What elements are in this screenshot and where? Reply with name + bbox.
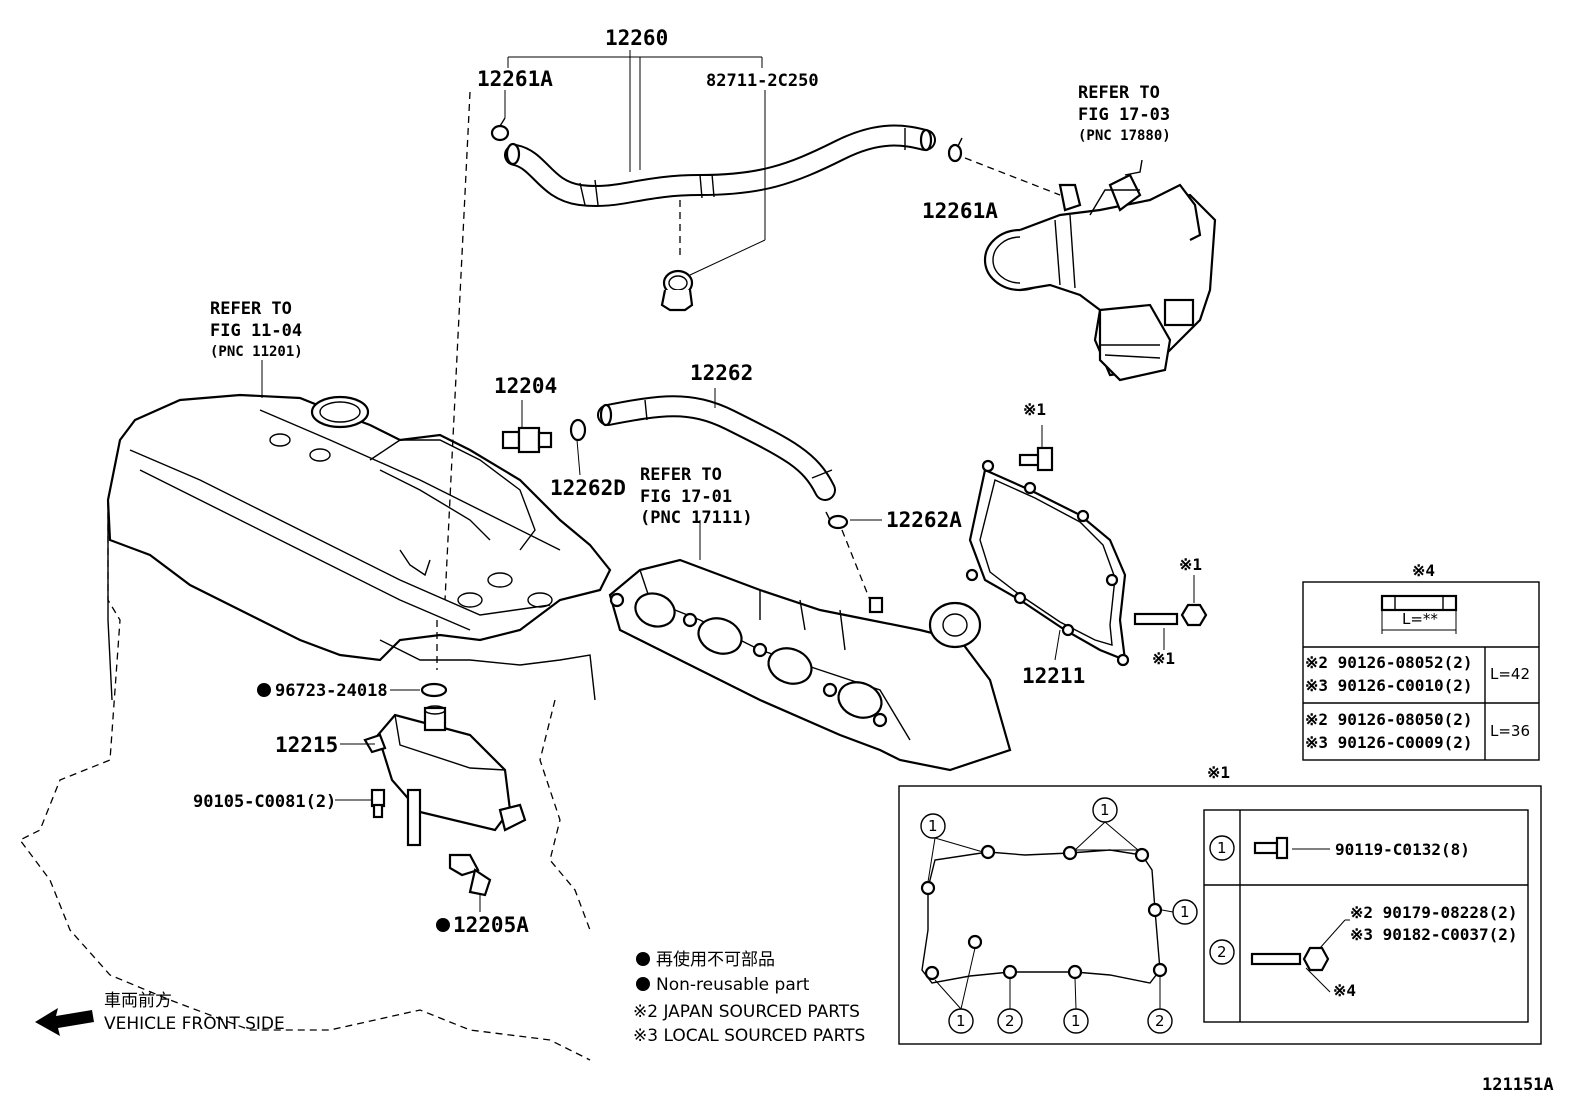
- length-row2-line1: ※2 90126-08050(2): [1305, 710, 1473, 729]
- part-96723-label: 96723-24018: [275, 681, 388, 701]
- length-row1-line2: ※3 90126-C0010(2): [1305, 676, 1473, 695]
- detail-callout-1d: 1: [956, 1012, 966, 1030]
- guide-line-1: [444, 91, 471, 601]
- length-row2-line2: ※3 90126-C0009(2): [1305, 733, 1473, 752]
- detail-box: ※1 1 1 1 1 2 1 2: [898, 763, 1542, 1045]
- legend-non-reusable-en: Non-reusable part: [656, 975, 810, 995]
- part-12205A-label: 12205A: [453, 913, 529, 937]
- gasket-12211: [965, 459, 1130, 667]
- detail-key-2: 2: [1217, 943, 1227, 961]
- clip-12261A-top: [490, 117, 510, 142]
- length-row1-value: L=42: [1490, 665, 1530, 683]
- detail-part-2-line2: ※3 90182-C0037(2): [1350, 925, 1518, 944]
- detail-callout-1e: 1: [1071, 1012, 1081, 1030]
- front-label-jp: 車両前方: [104, 991, 172, 1011]
- ref-fig1703-line3: (PNC 17880): [1078, 128, 1171, 144]
- air-intake-duct-illustration: [983, 159, 1217, 382]
- non-reusable-dot-12205A: [436, 918, 450, 932]
- clip-12261A-right: [947, 137, 1061, 196]
- ref-fig1701-line1: REFER TO: [640, 465, 722, 485]
- ref-fig1703-line1: REFER TO: [1078, 83, 1160, 103]
- detail-part-1: 90119-C0132(8): [1335, 840, 1470, 859]
- non-reusable-dot-96723: [257, 683, 271, 697]
- length-row2-value: L=36: [1490, 722, 1530, 740]
- legend: 再使用不可部品 Non-reusable part ※2 JAPAN SOURC…: [633, 949, 865, 1046]
- detail-callout-1a: 1: [928, 817, 938, 835]
- dimension-label: L=**: [1402, 610, 1438, 628]
- length-table: ※4 L=** ※2 90126-08052(2) ※3 90126-C0010…: [1302, 561, 1540, 761]
- legend-non-reusable-jp: 再使用不可部品: [656, 949, 775, 970]
- part-12261A-right-label: 12261A: [922, 199, 998, 223]
- part-12261A-top-label: 12261A: [477, 67, 553, 91]
- mark-1-right: ※1: [1179, 555, 1202, 574]
- mark-1-lower: ※1: [1152, 649, 1175, 668]
- legend-japan-parts: ※2 JAPAN SOURCED PARTS: [633, 1002, 860, 1022]
- engine-head-cover-illustration: [19, 393, 612, 1061]
- stud-and-nut-m1: [1133, 575, 1208, 650]
- hose-12262: [597, 388, 836, 501]
- diagram-id: 121151A: [1482, 1075, 1554, 1095]
- detail-callout-2a: 2: [1005, 1012, 1015, 1030]
- intake-manifold-illustration: [608, 520, 1012, 772]
- part-12215-label: 12215: [275, 733, 338, 757]
- legend-dot-jp: [636, 952, 650, 966]
- legend-local-parts: ※3 LOCAL SOURCED PARTS: [633, 1026, 865, 1046]
- ref-fig1104-line2: FIG 11-04: [210, 321, 302, 341]
- oil-separator-12215: [335, 682, 527, 912]
- mark-1-upper: ※1: [1023, 400, 1046, 419]
- detail-callout-2b: 2: [1155, 1012, 1165, 1030]
- detail-callout-1c: 1: [1180, 903, 1190, 921]
- detail-callout-1b: 1: [1100, 801, 1110, 819]
- detail-part-2-line1: ※2 90179-08228(2): [1350, 903, 1518, 922]
- front-arrow-icon: [35, 1008, 94, 1036]
- ref-fig1104-line1: REFER TO: [210, 299, 292, 319]
- part-12260-label: 12260: [605, 26, 668, 50]
- length-table-mark: ※4: [1412, 561, 1435, 580]
- ref-fig1104-line3: (PNC 11201): [210, 344, 303, 360]
- part-12211-label: 12211: [1022, 664, 1085, 688]
- part-82711-label: 82711-2C250: [706, 71, 819, 91]
- part-12262A-label: 12262A: [886, 508, 962, 532]
- part-12262D-label: 12262D: [550, 476, 626, 500]
- part-90105-label: 90105-C0081(2): [193, 792, 336, 812]
- detail-key-1: 1: [1217, 839, 1227, 857]
- hose-clamp-82711: [660, 200, 694, 312]
- ref-fig1701-line2: FIG 17-01: [640, 487, 732, 507]
- breather-hose-12260: [504, 124, 936, 207]
- ref-fig1703-line2: FIG 17-03: [1078, 105, 1170, 125]
- clip-12262A: [825, 511, 882, 601]
- leader-12260: [504, 50, 766, 276]
- ref-fig1701-line3: (PNC 17111): [640, 508, 753, 528]
- vehicle-front-indicator: 車両前方 VEHICLE FRONT SIDE: [35, 991, 285, 1036]
- detail-box-mark: ※1: [1207, 763, 1230, 782]
- legend-dot-en: [636, 977, 650, 991]
- length-row1-line1: ※2 90126-08052(2): [1305, 653, 1473, 672]
- front-label-en: VEHICLE FRONT SIDE: [104, 1014, 285, 1034]
- detail-part-2-note: ※4: [1333, 981, 1356, 1000]
- bolt-m1-upper: [1018, 425, 1054, 472]
- part-12262-label: 12262: [690, 361, 753, 385]
- part-12204-label: 12204: [494, 374, 557, 398]
- clip-12262D: [569, 418, 587, 476]
- pcv-valve-12204: [501, 400, 553, 454]
